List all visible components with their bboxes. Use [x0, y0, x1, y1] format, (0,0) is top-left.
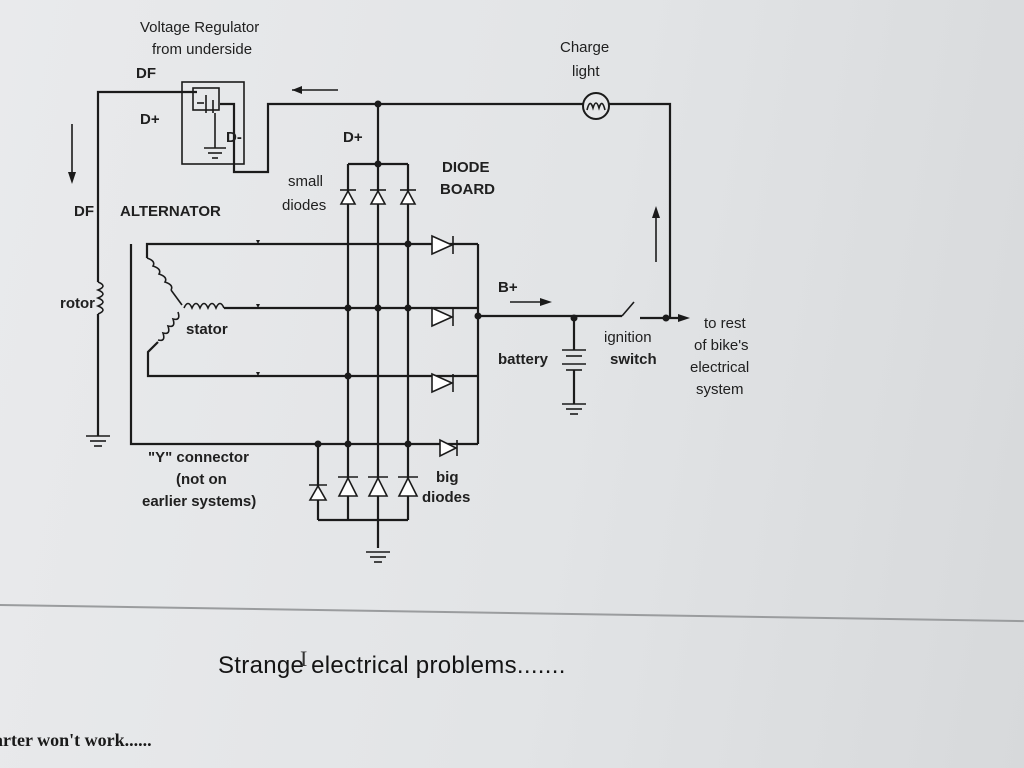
label-earlier-systems: earlier systems): [142, 493, 256, 510]
output-diodes: [410, 234, 480, 458]
horizontal-rule: [0, 604, 1024, 623]
label-of-bikes: of bike's: [694, 337, 749, 354]
label-charge: Charge: [560, 39, 609, 56]
label-not-on: (not on: [176, 471, 227, 488]
section-heading: Strange electrical problems.......: [218, 652, 566, 679]
battery-symbol: [562, 314, 586, 415]
d-plus-wire: [220, 102, 672, 318]
label-d-minus: D-: [226, 129, 242, 146]
y-connector-wire: [129, 244, 478, 446]
charge-light-symbol: [582, 92, 610, 120]
text-cursor-icon: I: [300, 646, 308, 671]
alternator-wiring-diagram: Voltage Regulator from underside DF D+ D…: [60, 19, 749, 563]
voltage-regulator-symbol: [181, 81, 245, 165]
label-rotor: rotor: [60, 295, 95, 312]
label-from-underside: from underside: [152, 41, 252, 58]
body-text-line: arter won't work......: [0, 730, 152, 750]
label-stator: stator: [186, 321, 228, 338]
current-arrow-down: [68, 124, 76, 184]
label-battery: battery: [498, 351, 549, 368]
label-y-connector: "Y" connector: [148, 449, 249, 466]
label-d-plus-board: D+: [343, 129, 363, 146]
label-b-plus: B+: [498, 279, 518, 296]
label-system: system: [696, 381, 744, 398]
label-big-diodes: diodes: [422, 489, 470, 506]
phase-markers: [256, 240, 260, 376]
label-alternator: ALTERNATOR: [120, 203, 221, 220]
label-big: big: [436, 469, 459, 486]
label-df-top: DF: [136, 65, 156, 82]
big-diodes: [308, 476, 419, 501]
label-d-plus-regulator: D+: [140, 111, 160, 128]
label-small: small: [288, 173, 323, 190]
label-diode: DIODE: [442, 159, 490, 176]
label-to-rest: to rest: [704, 315, 747, 332]
label-ignition: ignition: [604, 329, 652, 346]
label-voltage-regulator: Voltage Regulator: [140, 19, 259, 36]
df-wire: [96, 90, 197, 250]
current-arrow-up: [652, 206, 660, 262]
label-board: BOARD: [440, 181, 495, 198]
rotor-coil: [86, 250, 110, 447]
diode-board-rails: [314, 100, 482, 563]
ignition-switch-symbol: [621, 301, 690, 322]
label-light: light: [572, 63, 600, 80]
b-plus-output: [478, 298, 622, 318]
small-diodes: [339, 189, 417, 205]
stator-windings: [145, 242, 478, 378]
label-small-diodes: diodes: [282, 197, 326, 214]
label-electrical: electrical: [690, 359, 749, 376]
label-switch: switch: [610, 351, 657, 368]
current-arrow-left: [292, 86, 338, 94]
label-df-left: DF: [74, 203, 94, 220]
